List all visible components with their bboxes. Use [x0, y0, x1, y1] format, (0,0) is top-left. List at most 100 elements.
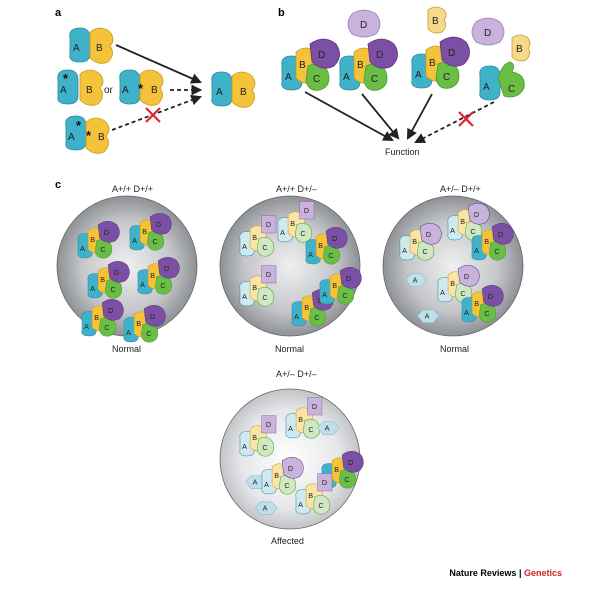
svg-text:B: B [450, 279, 455, 288]
svg-text:C: C [342, 291, 347, 300]
svg-text:D: D [266, 220, 271, 229]
svg-text:A: A [483, 82, 490, 93]
label-a: A [68, 132, 75, 143]
svg-text:C: C [308, 425, 313, 434]
cell-status: Normal [440, 344, 469, 354]
cell-status: Affected [271, 536, 304, 546]
svg-text:B: B [318, 241, 323, 250]
complex-abcd-2: A B C D [339, 38, 398, 91]
svg-text:B: B [298, 415, 303, 424]
svg-text:D: D [484, 28, 491, 39]
label-b: B [96, 43, 103, 54]
svg-text:C: C [460, 289, 465, 298]
svg-text:C: C [422, 247, 427, 256]
svg-text:A: A [285, 72, 292, 83]
svg-text:A: A [464, 308, 469, 317]
panel-label-a: a [55, 7, 62, 19]
complex-ab-product: A B [211, 71, 256, 108]
arrow-solid [115, 44, 202, 84]
svg-text:B: B [274, 471, 279, 480]
panel-label-c: c [55, 179, 61, 191]
svg-text:B: B [252, 283, 257, 292]
svg-text:A: A [308, 250, 313, 259]
svg-text:C: C [146, 329, 151, 338]
svg-text:A: A [263, 503, 268, 512]
svg-text:A: A [280, 228, 285, 237]
svg-text:D: D [318, 50, 325, 61]
svg-text:C: C [508, 84, 515, 95]
complex-ab-mutant-b: A B * [119, 69, 164, 106]
svg-text:C: C [371, 74, 378, 85]
svg-text:A: A [325, 423, 330, 432]
svg-text:D: D [376, 50, 383, 61]
svg-text:A: A [242, 442, 247, 451]
svg-text:D: D [448, 48, 455, 59]
svg-text:C: C [313, 74, 320, 85]
svg-text:A: A [474, 246, 479, 255]
panel-c: A+/+ D+/+ Normal A+/+ D+/– Normal A+/– D… [56, 184, 524, 546]
svg-text:D: D [348, 458, 353, 467]
svg-text:A: A [90, 284, 95, 293]
label-a: A [73, 43, 80, 54]
label-a: A [216, 87, 223, 98]
svg-text:B: B [432, 16, 439, 27]
svg-text:B: B [304, 303, 309, 312]
svg-text:C: C [314, 313, 319, 322]
svg-text:B: B [412, 237, 417, 246]
svg-text:D: D [156, 220, 161, 229]
svg-text:B: B [94, 313, 99, 322]
free-subunit-b: B [427, 6, 447, 34]
svg-text:C: C [484, 309, 489, 318]
or-label: or [104, 85, 114, 96]
cell-genotype-title: A+/– D+/+ [440, 184, 481, 194]
function-label: Function [385, 147, 420, 157]
svg-text:D: D [150, 312, 155, 321]
svg-text:D: D [114, 268, 119, 277]
cell-genotype-title: A+/+ D+/+ [112, 184, 153, 194]
svg-text:D: D [332, 234, 337, 243]
svg-text:D: D [322, 478, 327, 487]
svg-text:B: B [332, 281, 337, 290]
arrow-dashed-blocked [111, 94, 203, 131]
svg-text:D: D [360, 20, 367, 31]
svg-text:D: D [346, 274, 351, 283]
cell-genotype-title: A+/– D+/– [276, 369, 317, 379]
svg-text:A: A [294, 312, 299, 321]
panel-label-b: b [278, 7, 285, 19]
svg-text:A: A [402, 246, 407, 255]
label-a: A [122, 85, 129, 96]
complex-ab-normal: A B [69, 27, 114, 64]
svg-text:A: A [440, 288, 445, 297]
svg-text:D: D [498, 230, 503, 239]
inhibit-cross [145, 107, 161, 123]
cell-status: Normal [112, 344, 141, 354]
svg-text:A: A [343, 72, 350, 83]
label-b: B [240, 87, 247, 98]
arrow-dashed-blocked [414, 101, 495, 143]
svg-text:C: C [443, 72, 450, 83]
svg-text:A: A [126, 328, 131, 337]
svg-text:B: B [516, 44, 523, 55]
free-subunit-b: B [511, 34, 531, 62]
arrow-solid [406, 93, 433, 140]
svg-text:A: A [132, 236, 137, 245]
panel-a: A B A B * or A B * A B * * [57, 27, 256, 154]
svg-text:C: C [262, 293, 267, 302]
svg-text:C: C [328, 251, 333, 260]
svg-text:D: D [488, 292, 493, 301]
arrow-solid [361, 93, 400, 140]
svg-text:C: C [318, 501, 323, 510]
svg-text:C: C [104, 323, 109, 332]
svg-text:B: B [90, 235, 95, 244]
svg-text:A: A [298, 500, 303, 509]
